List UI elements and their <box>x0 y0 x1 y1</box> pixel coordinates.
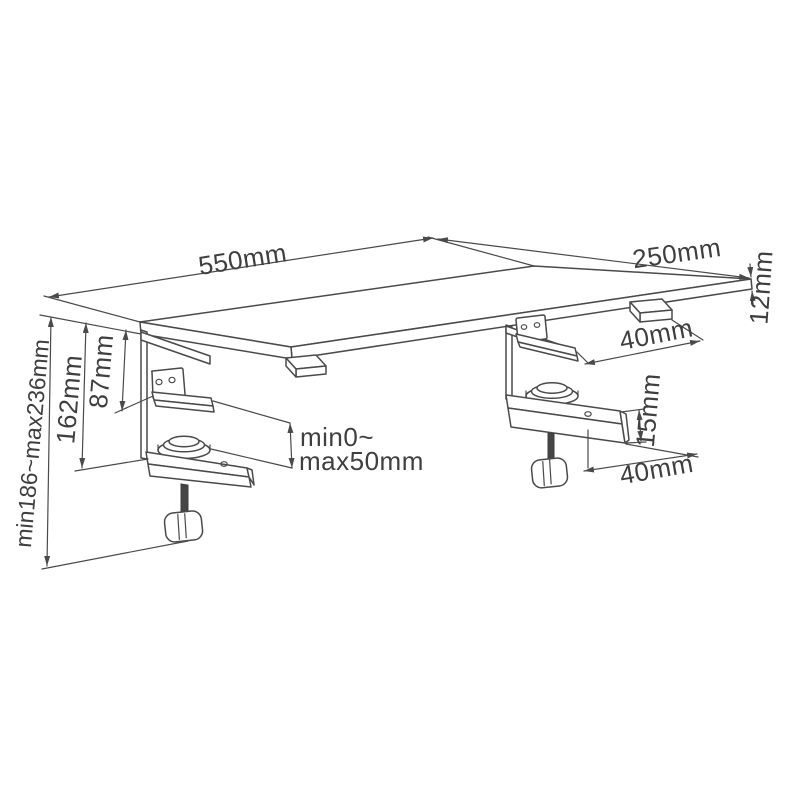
ext-line <box>625 441 647 444</box>
left-bracket-hole-2 <box>168 376 176 384</box>
dimension-12mm: 12mm <box>743 249 778 325</box>
left-arm-hole <box>220 461 228 467</box>
ext-line <box>43 295 141 323</box>
dim-label-550mm: 550mm <box>196 237 289 281</box>
left-clamp-disc-top <box>168 435 200 448</box>
dim-label-87mm: 87mm <box>83 333 119 410</box>
left-clamp <box>140 329 255 543</box>
ext-line <box>427 236 535 267</box>
left-lower-arm-end <box>246 467 255 486</box>
dim-label-pad-40mm: 40mm <box>617 312 696 356</box>
dim-line <box>44 316 54 567</box>
left-knob-body <box>163 510 204 543</box>
dimension-15mm: 15mm <box>620 372 666 449</box>
dim-label-12mm: 12mm <box>743 249 778 325</box>
dim-label-arm-40mm: 40mm <box>617 448 695 490</box>
left-clamp-knob <box>163 510 204 543</box>
left-rear-pad-end <box>285 357 297 378</box>
ext-line <box>620 408 645 413</box>
right-clamp-frame <box>505 324 513 401</box>
dim-line <box>584 340 701 365</box>
dimension-87mm: 87mm <box>39 314 154 414</box>
right-knob-grip-lines <box>542 459 552 487</box>
dim-line <box>583 452 698 473</box>
leader-arrow-bottom <box>749 290 756 305</box>
right-knob-body <box>530 457 569 489</box>
dim-label-clamp-opening-line1: min0~ <box>300 422 374 452</box>
leader-arrow-top <box>747 263 754 278</box>
dim-label-162mm: 162mm <box>50 353 88 444</box>
left-clamp-top-flange <box>140 331 211 365</box>
dim-line <box>48 236 434 299</box>
dim-label-250mm: 250mm <box>630 232 723 274</box>
ext-line <box>671 319 704 341</box>
dim-label-clamp-opening-line2: max50mm <box>299 446 424 476</box>
right-clamp-disc-top <box>536 382 568 394</box>
dimension-clamp-opening: min0~ max50mm <box>210 400 424 476</box>
right-clamp-knob <box>530 457 569 489</box>
ext-line <box>210 448 293 469</box>
right-clamp-screw-rod <box>547 432 555 463</box>
dim-line <box>119 329 129 412</box>
dim-label-15mm: 15mm <box>630 372 666 449</box>
right-rear-pad <box>629 298 673 323</box>
right-clamp <box>505 314 630 489</box>
left-bracket-hole-1 <box>155 378 163 386</box>
left-rear-pad <box>285 354 327 378</box>
right-arm-hole <box>584 411 592 417</box>
left-disc-ridge-lines <box>157 444 211 451</box>
dim-line <box>287 422 295 469</box>
left-clamp-frame <box>140 329 148 460</box>
dim-line <box>636 409 644 442</box>
right-bracket-hole-2 <box>533 322 541 328</box>
right-bracket-hole-1 <box>520 324 528 330</box>
left-upper-jaw-pad-front <box>153 399 215 413</box>
dim-line <box>437 237 750 280</box>
ext-line <box>41 540 189 570</box>
right-lower-arm-end <box>619 410 630 444</box>
ext-line <box>74 458 149 472</box>
right-disc-ridge-lines <box>525 390 579 397</box>
right-rear-pad-end <box>629 301 641 323</box>
left-knob-grip-lines <box>177 513 187 541</box>
left-lower-arm-front <box>147 463 252 488</box>
ext-line <box>212 400 291 424</box>
dim-line <box>79 322 89 469</box>
right-upper-jaw-pad-front <box>517 341 579 362</box>
